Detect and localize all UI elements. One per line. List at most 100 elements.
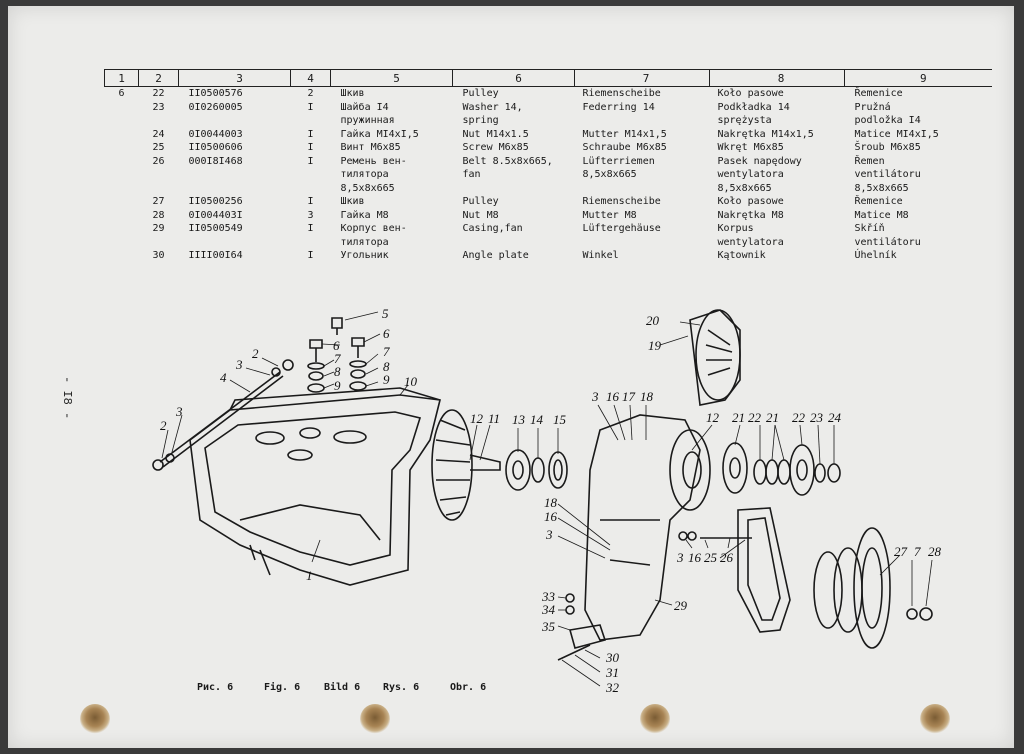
quantity: I — [307, 128, 314, 140]
quantity: 3 — [307, 209, 314, 221]
callout-30: 30 — [605, 650, 620, 665]
column-header: 5 — [330, 69, 453, 87]
column-header: 1 — [104, 69, 139, 87]
caption-russian: Рис. 6 — [197, 682, 234, 693]
name-polish: Nakrętka M14x1,5 — [717, 128, 814, 140]
name-czech: Řemenice — [854, 196, 903, 207]
name-czech: Matice MI4xI,5 — [854, 128, 939, 140]
name-czech: Řemenice — [854, 88, 903, 99]
column-header: 8 — [709, 69, 845, 87]
diagram-parts — [152, 309, 933, 687]
quantity: I — [307, 250, 314, 261]
name-polish: Wkręt M6x85 — [717, 142, 784, 153]
part-number: II0500576 — [188, 88, 243, 99]
quantity: I — [307, 196, 314, 207]
part-number: 0I004403I — [188, 209, 243, 221]
name-russian: Шайба I4 пружинная — [340, 101, 395, 127]
callout-2: 2 — [252, 346, 259, 361]
name-german: Mutter M8 — [582, 209, 637, 221]
housing-part — [189, 387, 441, 586]
column-header: 9 — [844, 69, 992, 87]
callout-19: 19 — [648, 338, 662, 353]
name-polish: Podkładka 14 sprężysta — [717, 101, 790, 127]
callout-18: 18 — [544, 495, 558, 510]
name-english: Angle plate — [462, 250, 529, 261]
callout-22: 22 — [792, 410, 806, 425]
callout-29: 29 — [674, 598, 688, 613]
stud-part — [159, 371, 284, 468]
column-header: 2 — [138, 69, 179, 87]
callout-35: 35 — [541, 619, 556, 634]
name-english: Washer 14, spring — [462, 101, 523, 127]
name-polish: Pasek napędowy wentylatora 8,5x8x665 — [717, 155, 802, 194]
part-number: II0500549 — [188, 223, 243, 234]
table-row: 23 0I0260005 I Шайба I4 пружинная Washer 14,… — [105, 101, 992, 128]
name-russian: Гайка MI4xI,5 — [340, 128, 419, 140]
washer-part — [165, 453, 175, 463]
quantity: I — [307, 223, 314, 234]
callout-2: 2 — [160, 418, 167, 433]
callout-23: 23 — [810, 410, 824, 425]
part-number: II0500256 — [188, 196, 243, 207]
item-number: 24 — [152, 128, 165, 140]
binder-hole — [640, 704, 670, 734]
column-header: 4 — [290, 69, 331, 87]
angle-plate-part — [568, 624, 607, 649]
callout-14: 14 — [530, 412, 544, 427]
name-czech: Skříň ventilátoru — [854, 223, 921, 248]
caption-czech: Obr. 6 — [450, 682, 487, 693]
item-number: 29 — [152, 223, 165, 234]
washer-part — [565, 593, 575, 603]
name-russian: Корпус вен- тилятора — [340, 223, 407, 248]
name-german: Riemenscheibe — [582, 196, 661, 207]
washer-part — [678, 531, 688, 541]
callout-32: 32 — [605, 680, 620, 695]
name-german: Mutter M14x1,5 — [582, 128, 667, 140]
name-polish: Korpus wentylatora — [717, 223, 784, 248]
name-polish: Koło pasowe — [717, 88, 784, 99]
part-number: 000I8I468 — [188, 155, 243, 167]
callout-3: 3 — [591, 389, 599, 404]
fan-shroud-part — [689, 309, 741, 406]
name-russian: Винт M6x85 — [340, 142, 401, 153]
item-number: 22 — [152, 88, 165, 99]
callout-27: 27 — [894, 544, 908, 559]
name-russian: Шкив — [340, 88, 365, 99]
name-english: Casing,fan — [462, 223, 523, 234]
name-english: Pulley — [462, 196, 499, 207]
nut-part — [152, 459, 164, 471]
catalog-page — [8, 6, 1014, 748]
name-english: Pulley — [462, 88, 499, 99]
callout-21: 21 — [766, 410, 779, 425]
part-number: 0I0260005 — [188, 101, 243, 113]
quantity: I — [307, 101, 314, 113]
callout-7: 7 — [383, 344, 390, 359]
nut-part — [282, 359, 294, 371]
name-english: Nut M14x1.5 — [462, 128, 529, 140]
callout-9: 9 — [383, 372, 390, 387]
callout-1: 1 — [306, 568, 313, 583]
name-english: Nut M8 — [462, 209, 499, 221]
item-number: 25 — [152, 142, 165, 153]
caption-english: Fig. 6 — [264, 682, 301, 693]
callout-3: 3 — [545, 527, 553, 542]
caption-polish: Rys. 6 — [383, 682, 420, 693]
callout-20: 20 — [646, 313, 660, 328]
callout-labels: 5 6 6 7 7 8 8 9 9 10 2 3 4 3 2 12 11 13 … — [160, 306, 942, 695]
leader-lines — [161, 311, 933, 687]
table-row: 29 II0500549 I Корпус вен- тилятора Casing,f… — [105, 222, 992, 249]
belt-part — [737, 507, 791, 633]
washer-part — [687, 531, 697, 541]
item-number: 23 — [152, 101, 165, 113]
callout-3: 3 — [676, 550, 684, 565]
quantity: I — [307, 155, 314, 167]
item-number: 28 — [152, 209, 165, 221]
binder-hole — [360, 704, 390, 734]
name-english: Belt 8.5x8x665, fan — [462, 155, 553, 181]
name-czech: Šroub M6x85 — [854, 142, 921, 153]
